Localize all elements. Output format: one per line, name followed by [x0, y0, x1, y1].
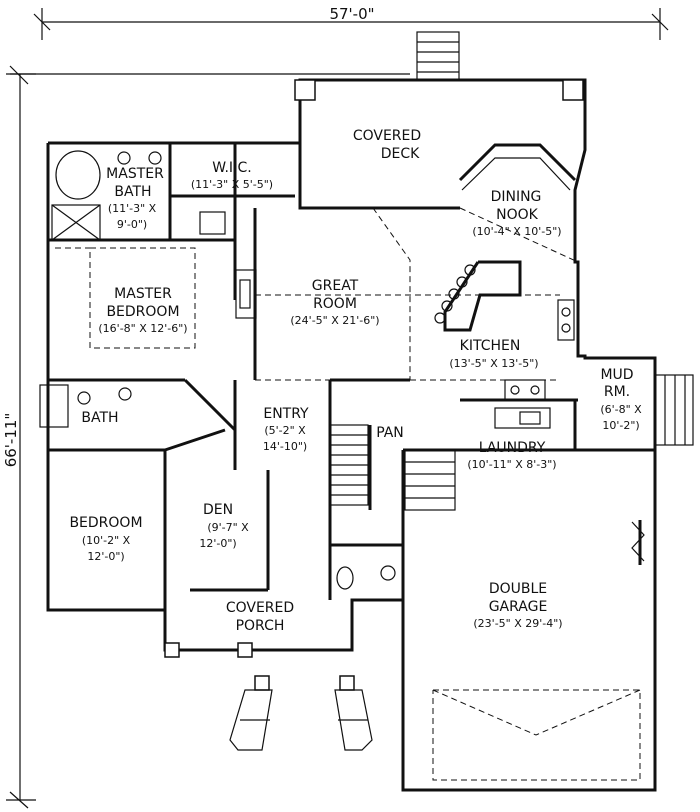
master-bath-size: (11'-3" X	[108, 202, 157, 215]
fireplace	[235, 269, 257, 319]
den-size-2: 12'-0")	[199, 537, 236, 550]
master-bedroom-size: (16'-8" X 12'-6")	[98, 322, 187, 335]
bedroom-label: BEDROOM	[69, 515, 142, 531]
wic-label: W.I.C.	[212, 160, 252, 176]
bath-fixtures	[39, 150, 396, 590]
exterior-walls	[46, 78, 657, 792]
double-garage-label: DOUBLE	[489, 581, 547, 597]
laundry-label: LAUNDRY	[479, 440, 546, 456]
wic-size: (11'-3" X 5'-5")	[191, 178, 273, 191]
great-room-size: (24'-5" X 21'-6")	[290, 314, 379, 327]
dining-nook-label-2: NOOK	[496, 207, 539, 223]
master-bath-size-2: 9'-0")	[117, 218, 147, 231]
master-bedroom-label: MASTER	[114, 286, 172, 302]
garage-doors	[631, 520, 645, 565]
mud-room-size-2: 10'-2")	[602, 419, 639, 432]
dining-bay-inner	[461, 157, 571, 191]
dining-nook-size: (10'-4" X 10'-5")	[472, 225, 561, 238]
double-garage-label-2: GARAGE	[489, 599, 548, 615]
kitchen-fixtures	[494, 299, 575, 429]
master-bath-label-2: BATH	[114, 184, 151, 200]
room-labels: COVERED DECK MASTER BATH (11'-3" X 9'-0"…	[69, 128, 642, 634]
entry-size-2: 14'-10")	[263, 440, 307, 453]
depth-dimension: 66'-11"	[2, 413, 20, 468]
great-room-label-2: ROOM	[313, 296, 357, 312]
mud-room-label-2: RM.	[604, 384, 630, 400]
dimension-lines	[6, 8, 669, 809]
covered-deck-label: COVERED	[353, 128, 421, 144]
stairs	[329, 31, 694, 511]
covered-porch-label-2: PORCH	[236, 618, 285, 634]
laundry-size: (10'-11" X 8'-3")	[467, 458, 556, 471]
dashed-lines	[48, 207, 641, 781]
kitchen-size: (13'-5" X 13'-5")	[449, 357, 538, 370]
posts	[164, 79, 584, 691]
double-garage-size: (23'-5" X 29'-4")	[473, 617, 562, 630]
master-bedroom-label-2: BEDROOM	[106, 304, 179, 320]
entry-size: (5'-2" X	[264, 424, 306, 437]
bath-label: BATH	[81, 410, 118, 426]
bedroom-size-2: 12'-0")	[87, 550, 124, 563]
mud-room-size: (6'-8" X	[600, 403, 642, 416]
porch-steps	[229, 689, 373, 751]
great-room-label: GREAT	[312, 278, 359, 294]
kitchen-label: KITCHEN	[460, 338, 521, 354]
width-dimension: 57'-0"	[329, 5, 374, 23]
master-bath-label: MASTER	[106, 166, 164, 182]
dining-nook-label: DINING	[491, 189, 542, 205]
den-size: (9'-7" X	[207, 521, 249, 534]
covered-porch-label: COVERED	[226, 600, 294, 616]
entry-label: ENTRY	[263, 406, 309, 422]
bedroom-size: (10'-2" X	[82, 534, 131, 547]
den-label: DEN	[203, 502, 233, 518]
covered-deck-label-2: DECK	[381, 146, 420, 162]
mud-room-label: MUD	[600, 367, 633, 383]
dining-bay	[458, 143, 577, 182]
pan-label: PAN	[376, 425, 404, 441]
kitchen-island	[434, 260, 522, 332]
